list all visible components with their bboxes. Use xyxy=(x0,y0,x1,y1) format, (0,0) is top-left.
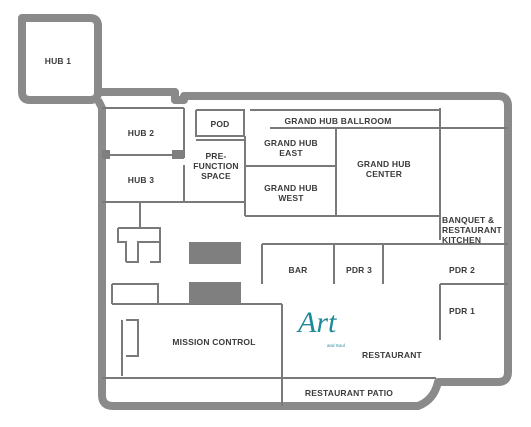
room-label-pdr-1: PDR 1 xyxy=(448,306,476,316)
logo-subtitle: and Soul xyxy=(327,343,345,348)
outer-wall xyxy=(18,14,512,410)
room-label-banquet-kitchen: BANQUET & RESTAURANT KITCHEN xyxy=(442,215,502,245)
room-label-mission-control: MISSION CONTROL xyxy=(172,337,256,347)
logo-wordmark: Art xyxy=(298,306,337,339)
room-label-prefunction-space: PRE- FUNCTION SPACE xyxy=(193,151,239,181)
room-label-pdr-2: PDR 2 xyxy=(448,265,476,275)
inner-walls xyxy=(102,107,508,406)
room-label-hub-3: HUB 3 xyxy=(127,175,155,185)
room-label-bar: BAR xyxy=(288,265,308,275)
room-label-restaurant-patio: RESTAURANT PATIO xyxy=(304,388,394,398)
room-label-pdr-3: PDR 3 xyxy=(345,265,373,275)
room-label-grand-hub-ballroom: GRAND HUB BALLROOM xyxy=(284,116,392,126)
room-label-restaurant: RESTAURANT xyxy=(362,350,422,360)
room-label-hub-2: HUB 2 xyxy=(127,128,155,138)
room-label-hub-1: HUB 1 xyxy=(44,56,72,66)
room-label-grand-hub-center: GRAND HUB CENTER xyxy=(357,159,411,179)
room-label-grand-hub-east: GRAND HUB EAST xyxy=(264,138,318,158)
room-label-grand-hub-west: GRAND HUB WEST xyxy=(264,183,318,203)
room-label-pod: POD xyxy=(210,119,230,129)
structural-blocks xyxy=(102,150,241,304)
